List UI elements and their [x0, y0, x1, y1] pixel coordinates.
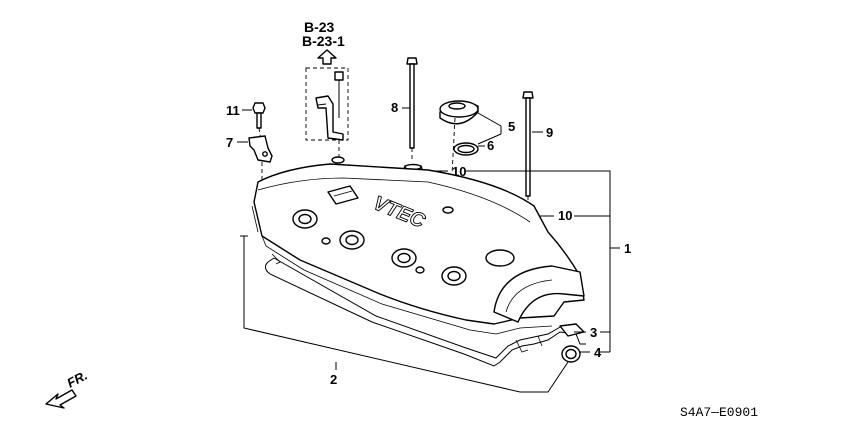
diagram-code: S4A7—E0901: [680, 405, 758, 420]
bolt-8: [406, 57, 418, 149]
plug-well-1: [292, 209, 318, 229]
callout-9: 9: [546, 125, 553, 140]
callout-8: 8: [391, 100, 398, 115]
filler-cap-5: [439, 100, 479, 125]
reference-b23: B-23: [304, 19, 335, 35]
callout-3: 3: [590, 325, 597, 340]
bracket-7: [248, 135, 273, 163]
up-arrow-icon: [317, 49, 337, 65]
callout-6: 6: [487, 138, 494, 153]
plug-well-2: [339, 230, 365, 250]
callout-4: 4: [594, 345, 602, 360]
cap-gasket-6: [453, 142, 479, 156]
callout-1: 1: [624, 241, 631, 256]
bracket-detail: [315, 71, 344, 141]
bolt-9: [522, 91, 534, 197]
plug-well-4: [441, 266, 467, 286]
plug-seal-3: [559, 323, 585, 337]
callout-7: 7: [226, 135, 233, 150]
reference-dashed-box: [305, 67, 349, 141]
reference-b23-1: B-23-1: [302, 33, 345, 49]
callout-2: 2: [330, 372, 337, 387]
callout-10-right: 10: [558, 208, 572, 223]
honda-emblem: [327, 185, 359, 205]
cover-gasket-2: [264, 253, 586, 367]
callout-5: 5: [508, 119, 515, 134]
plug-well-3: [391, 248, 417, 268]
front-direction-arrow-icon: [45, 389, 77, 409]
bolt-11: [252, 102, 266, 129]
callout-11: 11: [226, 103, 240, 118]
valve-cover-1: VTEC: [251, 156, 585, 335]
seal-4: [561, 345, 581, 363]
front-direction-label: FR.: [64, 368, 90, 391]
